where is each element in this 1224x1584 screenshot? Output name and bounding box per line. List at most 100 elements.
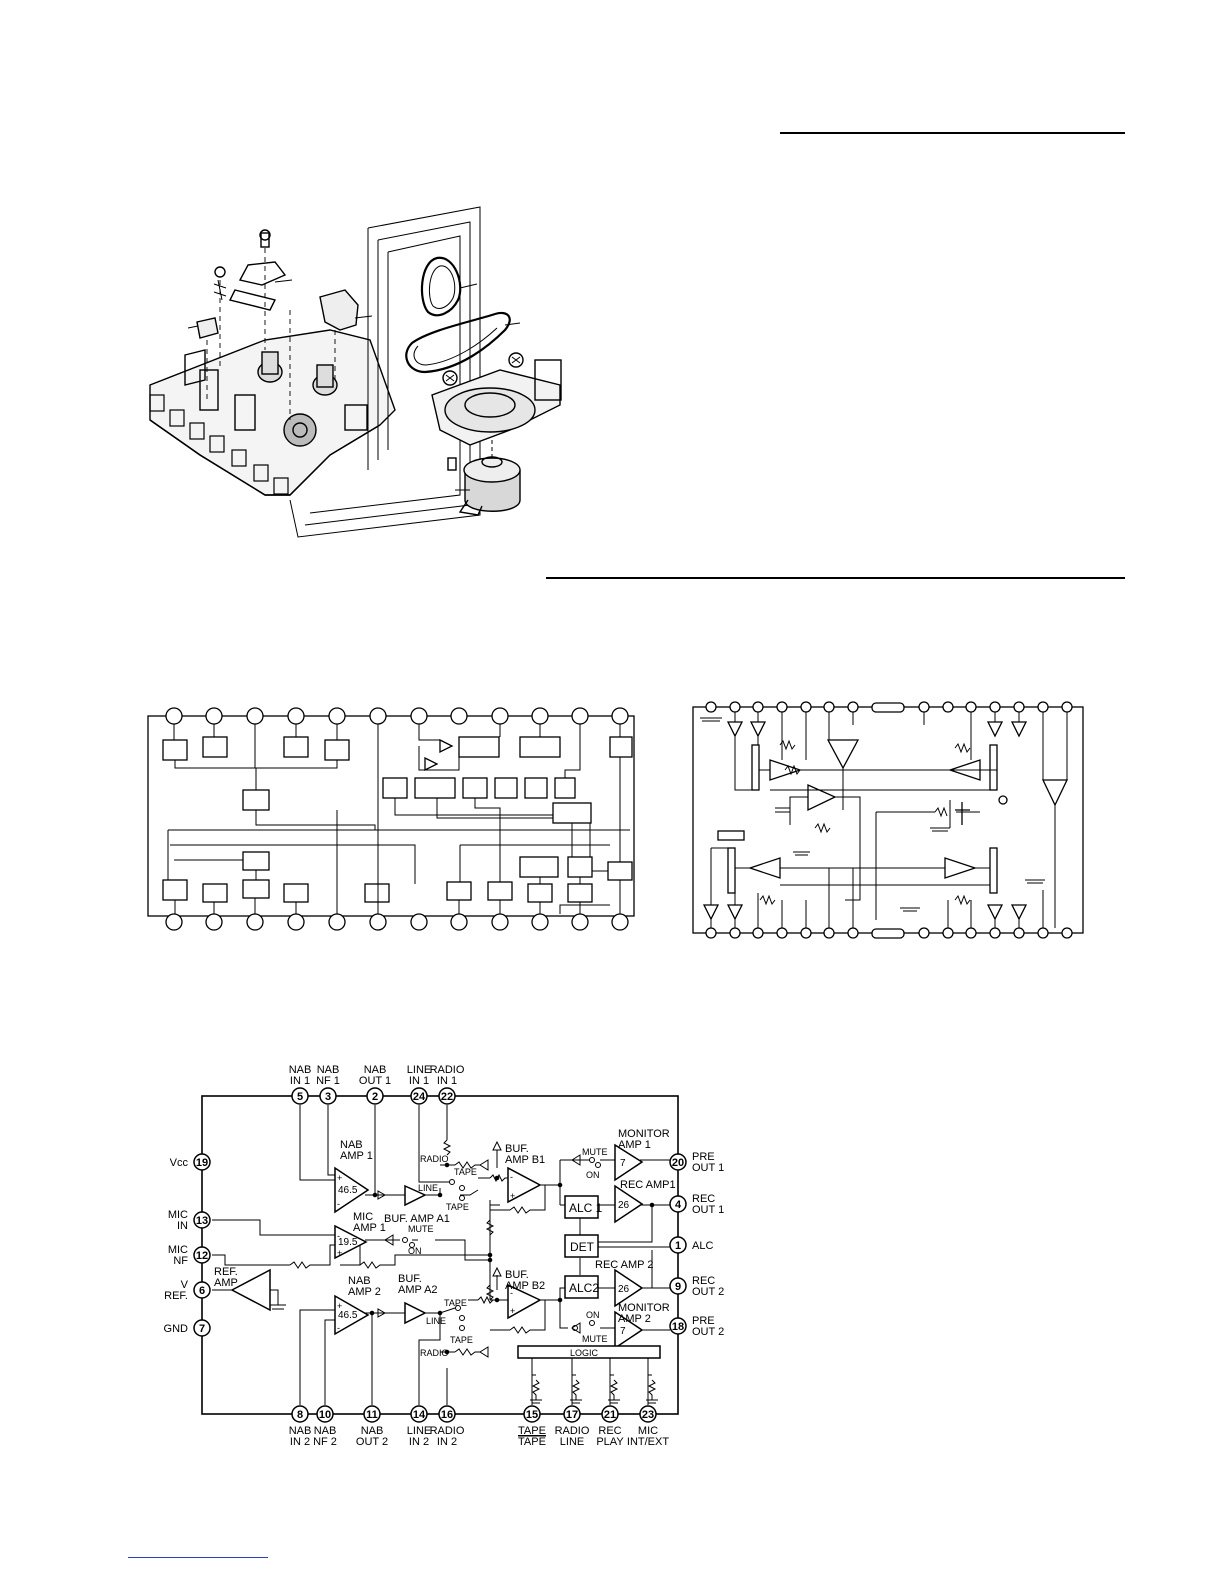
buf-b2-symbol bbox=[507, 1283, 542, 1320]
pin-23-number: 23 bbox=[642, 1409, 654, 1421]
pin-8-number: 8 bbox=[297, 1409, 303, 1421]
chassis-tabs bbox=[149, 394, 289, 495]
pin-7-label: GND bbox=[164, 1323, 189, 1335]
pin-18-number: 18 bbox=[672, 1321, 684, 1333]
pin-18-circle bbox=[669, 1317, 687, 1335]
pin-12-circle bbox=[193, 1246, 211, 1264]
pin-1-circle bbox=[669, 1236, 687, 1254]
sw-tape-2b: TAPE bbox=[450, 1335, 473, 1345]
svg-text:-: - bbox=[337, 1199, 340, 1209]
pin-16-number: 16 bbox=[441, 1409, 453, 1421]
pin-16-circle bbox=[438, 1405, 456, 1423]
svg-text:-: - bbox=[337, 1231, 340, 1241]
mic-amp1-gain: 19.5 bbox=[338, 1237, 358, 1248]
pin-11-circle bbox=[363, 1405, 381, 1423]
pin-4-number: 4 bbox=[675, 1199, 682, 1211]
pin-9-circle bbox=[669, 1277, 687, 1295]
pin-19-label: Vcc bbox=[170, 1157, 189, 1169]
mechanism-exploded-view bbox=[149, 206, 562, 538]
pin-3-number: 3 bbox=[325, 1091, 331, 1103]
pin-7-circle bbox=[193, 1319, 211, 1337]
pin-3-circle bbox=[319, 1087, 337, 1105]
rec-amp2-symbol bbox=[614, 1268, 644, 1308]
pin-21-number: 21 bbox=[604, 1409, 616, 1421]
pin-14-number: 14 bbox=[413, 1409, 426, 1421]
amp-polarity-marks: +- -+ +- -+ -+ bbox=[337, 1172, 515, 1333]
svg-text:-: - bbox=[510, 1288, 513, 1298]
pin-1-label: ALC bbox=[692, 1240, 713, 1252]
small-belt bbox=[420, 256, 462, 317]
pin-19-number: 19 bbox=[196, 1157, 208, 1169]
ic-block-diagram-right bbox=[692, 701, 1084, 939]
ic-right-body bbox=[692, 706, 1084, 934]
pin-12-number: 12 bbox=[196, 1250, 208, 1262]
buf-a2-label: BUF.AMP A2 bbox=[398, 1273, 438, 1296]
sw-tape-2: TAPE bbox=[444, 1298, 467, 1308]
pin-24-circle bbox=[410, 1087, 428, 1105]
alc1-box bbox=[564, 1195, 599, 1219]
logic-box bbox=[517, 1345, 661, 1359]
sw-on-mic: ON bbox=[408, 1246, 422, 1256]
pin-6-circle bbox=[193, 1281, 211, 1299]
ic-left-bottom-pins bbox=[165, 913, 629, 931]
svg-text:+: + bbox=[510, 1191, 515, 1201]
svg-text:+: + bbox=[337, 1301, 342, 1311]
ref-amp-symbol bbox=[230, 1268, 271, 1312]
pin-10-number: 10 bbox=[319, 1409, 331, 1421]
nab-amp1-symbol bbox=[334, 1166, 370, 1214]
large-belt bbox=[405, 311, 511, 374]
sw-radio-2: RADIO bbox=[420, 1348, 449, 1358]
sw-mute-2: MUTE bbox=[582, 1334, 608, 1344]
buf-b2-label: BUF.AMP B2 bbox=[505, 1269, 545, 1292]
ref-amp-label: REF.AMP bbox=[214, 1266, 238, 1289]
footer-rule bbox=[128, 1557, 268, 1558]
sw-mute-1: MUTE bbox=[582, 1147, 608, 1157]
pin-19-circle bbox=[193, 1153, 211, 1171]
alc2-box bbox=[564, 1275, 599, 1299]
mic-amp1-symbol bbox=[334, 1224, 368, 1260]
pin-17-number: 17 bbox=[566, 1409, 578, 1421]
alc2-label: ALC2 bbox=[569, 1281, 599, 1295]
nab-amp2-symbol bbox=[334, 1294, 370, 1336]
pin-2-circle bbox=[366, 1087, 384, 1105]
part-screw-left bbox=[214, 266, 226, 278]
ic-block-diagram-left bbox=[147, 707, 635, 931]
chassis-front-edge bbox=[149, 419, 381, 496]
pin-20-circle bbox=[669, 1153, 687, 1171]
pin-7-number: 7 bbox=[199, 1323, 205, 1335]
pin-15-number: 15 bbox=[526, 1409, 538, 1421]
ic-detailed-wiring bbox=[212, 1105, 670, 1405]
det-box bbox=[564, 1234, 599, 1258]
pin-24-number: 24 bbox=[413, 1091, 426, 1103]
sw-on-1: ON bbox=[586, 1170, 600, 1180]
part-cap bbox=[196, 317, 219, 339]
pin-9-number: 9 bbox=[675, 1281, 681, 1293]
alc1-label: ALC 1 bbox=[569, 1201, 603, 1215]
buf-a2-symbol bbox=[404, 1301, 427, 1325]
part-bracket bbox=[238, 261, 287, 286]
pin-14-circle bbox=[410, 1405, 428, 1423]
svg-text:-: - bbox=[337, 1323, 340, 1333]
pin-5-number: 5 bbox=[297, 1091, 303, 1103]
rec-amp1-symbol bbox=[614, 1184, 644, 1224]
pin-11-number: 11 bbox=[366, 1409, 378, 1421]
pin-10-circle bbox=[316, 1405, 334, 1423]
svg-text:+: + bbox=[510, 1306, 515, 1316]
